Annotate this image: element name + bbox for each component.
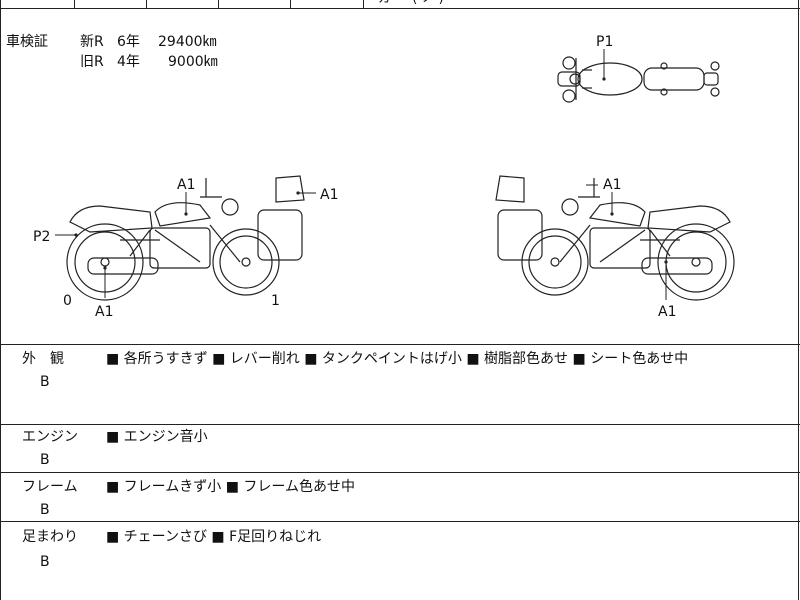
row-label-exterior: 外 観	[22, 351, 64, 367]
left-p2-label: P2	[33, 229, 50, 245]
right-a1-bottom-label: A1	[658, 304, 676, 320]
right-a1-bottom-dot	[664, 260, 668, 264]
left-border	[0, 0, 1, 600]
motorcycle-damage-diagram: P1 A1 A1	[33, 34, 735, 320]
left-side-motorcycle	[66, 175, 305, 301]
row-divider	[0, 472, 800, 473]
inspection-label: 車検証	[6, 34, 48, 50]
row-notes-suspension: ■ チェーンさび ■ F足回りねじれ	[106, 529, 322, 545]
left-zero-label: 0	[63, 293, 72, 309]
top-strip-bottom-border	[0, 8, 800, 9]
inspection-old-tag: 旧R	[80, 54, 104, 70]
row-grade-frame: B	[40, 502, 50, 518]
left-a1-bottom-dot	[103, 266, 107, 270]
inspection-new-tag: 新R	[80, 34, 104, 50]
row-divider	[0, 424, 800, 425]
top-view-motorcycle	[557, 56, 720, 103]
top-strip-divider	[146, 0, 147, 9]
p1-dot	[602, 77, 606, 81]
row-label-engine: エンジン	[22, 429, 78, 445]
inspection-old-years: 4年	[117, 54, 140, 70]
left-a1-box-label: A1	[320, 187, 338, 203]
row-notes-exterior: ■ 各所うすきず ■ レバー削れ ■ タンクペイントはげ小 ■ 樹脂部色あせ ■…	[106, 351, 689, 367]
top-strip-fragment: ガ ー ( ノ )	[378, 0, 444, 8]
row-notes-engine: ■ エンジン音小	[106, 429, 208, 445]
inspection-old-km: 9000㎞	[168, 54, 218, 70]
row-grade-engine: B	[40, 452, 50, 468]
section-divider	[0, 344, 800, 345]
right-side-motorcycle	[495, 175, 735, 301]
row-grade-exterior: B	[40, 374, 50, 390]
inspection-new-years: 6年	[117, 34, 140, 50]
top-strip-divider	[290, 0, 291, 9]
row-label-suspension: 足まわり	[22, 529, 78, 545]
top-strip-divider	[218, 0, 219, 9]
left-a1-bottom-label: A1	[95, 304, 113, 320]
left-a1-box-dot	[296, 191, 300, 195]
row-divider	[0, 521, 800, 522]
row-notes-frame: ■ フレームきず小 ■ フレーム色あせ中	[106, 479, 355, 495]
p1-label: P1	[596, 34, 613, 50]
inspection-new-km: 29400㎞	[158, 34, 217, 50]
row-grade-suspension: B	[40, 554, 50, 570]
top-strip-divider	[74, 0, 75, 9]
left-a1-top-dot	[184, 212, 188, 216]
left-one-label: 1	[271, 293, 280, 309]
row-label-frame: フレーム	[22, 479, 78, 495]
top-strip-divider	[363, 0, 364, 9]
right-border	[798, 0, 799, 600]
right-a1-top-label: A1	[603, 177, 621, 193]
right-a1-top-dot	[610, 212, 614, 216]
left-a1-top-label: A1	[177, 177, 195, 193]
left-p2-dot	[74, 233, 78, 237]
